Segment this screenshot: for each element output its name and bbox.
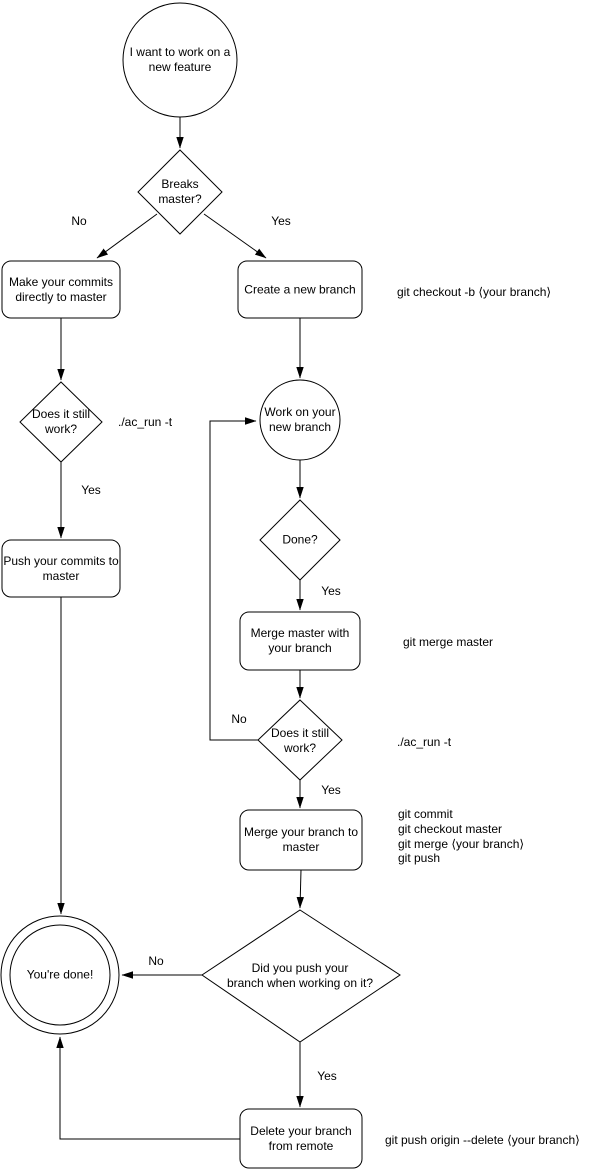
edge-label-push-no: No (148, 954, 164, 968)
edge-label-breaks-yes: Yes (271, 214, 291, 228)
breaks-master-diamond-shape (137, 149, 223, 235)
node-label-did-push: Did you push your branch when working on… (226, 961, 374, 990)
node-label-push-commits: Push your commits to master (3, 554, 119, 583)
node-label-merge-master: Merge master with your branch (250, 626, 350, 655)
annotation-merge-command-line: git commit (398, 807, 453, 821)
node-label-delete-remote: Delete your branch from remote (250, 1124, 352, 1153)
node-label-breaks-master: Breaks master? (158, 177, 202, 206)
node-label-work-branch: Work on your new branch (264, 405, 336, 434)
edge-merge-branch-to-did-push (296, 869, 304, 909)
annotation-ac-run-1: ./ac_run -t (118, 415, 173, 429)
node-label-does-it-work-2: Does it still work? (270, 726, 329, 755)
edge-label-done-yes: Yes (321, 584, 341, 598)
edge-label-push-yes: Yes (317, 1069, 337, 1083)
edge-label-breaks-no: No (71, 214, 87, 228)
node-label-done: Done? (282, 532, 318, 547)
node-label-create-branch: Create a new branch (244, 282, 356, 297)
edge-label-work2-no: No (231, 712, 247, 726)
edge-delete-remote-to-youre-done (56, 1036, 240, 1140)
annotation-git-push-delete: git push origin --delete ⟨your branch⟩ (385, 1133, 580, 1147)
node-label-merge-branch: Merge your branch to master (243, 825, 359, 854)
edge-breaks-master-no (96, 213, 158, 259)
youre-done-outer-circle-shape (0, 915, 120, 1035)
annotation-merge-commands: git commit git checkout master git merge… (398, 807, 524, 866)
node-label-youre-done: You're done! (26, 967, 94, 982)
annotation-merge-command-line: git push (398, 851, 441, 866)
edge-label-work1-yes: Yes (81, 483, 101, 497)
edge-breaks-master-yes (203, 213, 267, 259)
annotation-merge-command-line: git checkout master (398, 821, 503, 836)
annotation-git-checkout: git checkout -b ⟨your branch⟩ (397, 285, 552, 299)
edge-label-work2-yes: Yes (321, 783, 341, 797)
youre-done-inner-circle-shape (9, 924, 111, 1026)
edge-does-it-work-2-no-loop (209, 417, 258, 741)
node-label-start: I want to work on a new feature (129, 45, 231, 74)
annotation-merge-command-line: git merge ⟨your branch⟩ (398, 836, 525, 851)
annotation-git-merge-master: git merge master (403, 635, 494, 649)
node-label-does-it-work-1: Does it still work? (31, 407, 90, 436)
annotation-ac-run-2: ./ac_run -t (397, 735, 452, 749)
node-label-commit-master: Make your commits directly to master (8, 275, 114, 304)
